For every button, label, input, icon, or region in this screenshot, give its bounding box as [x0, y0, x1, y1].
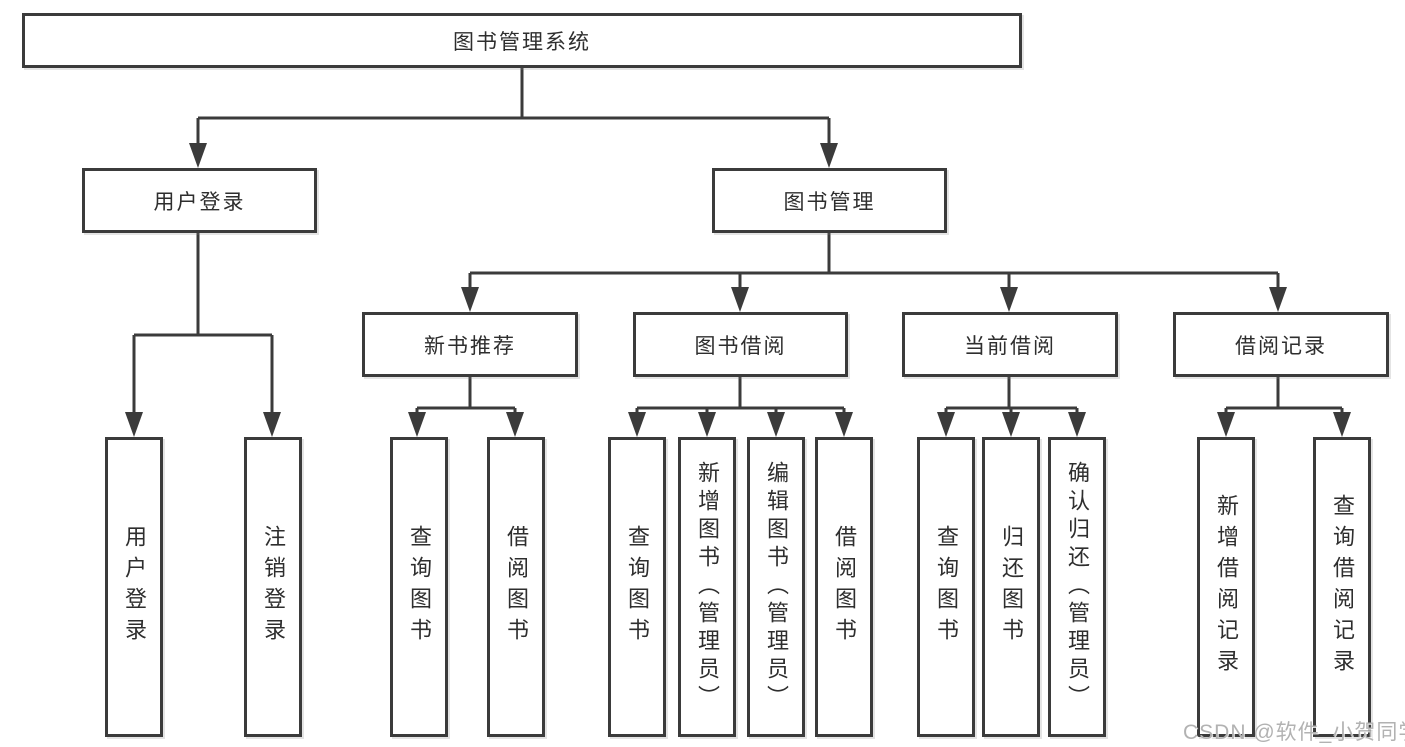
node-new-book-recommend: 新书推荐: [362, 312, 578, 377]
node-book-management: 图书管理: [712, 168, 947, 233]
leaf-add-borrow-record: 新增借阅记录: [1197, 437, 1255, 737]
leaf-query-books-borrow: 查询图书: [608, 437, 666, 737]
node-borrow-records: 借阅记录: [1173, 312, 1389, 377]
leaf-edit-book-admin: 编辑图书（管理员）: [747, 437, 805, 737]
leaf-confirm-return-admin: 确认归还（管理员）: [1048, 437, 1106, 737]
node-current-borrow: 当前借阅: [902, 312, 1118, 377]
leaf-return-book: 归还图书: [982, 437, 1040, 737]
node-user-login: 用户登录: [82, 168, 317, 233]
leaf-borrow-books-recommend: 借阅图书: [487, 437, 545, 737]
node-book-borrow-label: 图书借阅: [694, 334, 787, 358]
node-new-book-recommend-label: 新书推荐: [424, 334, 516, 358]
watermark: CSDN @软件_小贺同学: [1183, 721, 1405, 744]
node-book-management-label: 图书管理: [783, 190, 876, 214]
leaf-query-borrow-record: 查询借阅记录: [1313, 437, 1371, 737]
arrowheads: [125, 143, 1351, 437]
leaf-logout: 注销登录: [244, 437, 302, 737]
leaf-add-book-admin: 新增图书（管理员）: [678, 437, 736, 737]
node-current-borrow-label: 当前借阅: [964, 334, 1056, 358]
node-book-borrow: 图书借阅: [633, 312, 848, 377]
node-user-login-label: 用户登录: [153, 190, 246, 214]
node-root: 图书管理系统: [22, 13, 1022, 68]
node-root-label: 图书管理系统: [453, 30, 591, 54]
leaf-user-login: 用户登录: [105, 437, 163, 737]
leaf-borrow-books: 借阅图书: [815, 437, 873, 737]
node-borrow-records-label: 借阅记录: [1235, 334, 1327, 358]
leaf-query-books-current: 查询图书: [917, 437, 975, 737]
leaf-query-books-recommend: 查询图书: [390, 437, 448, 737]
